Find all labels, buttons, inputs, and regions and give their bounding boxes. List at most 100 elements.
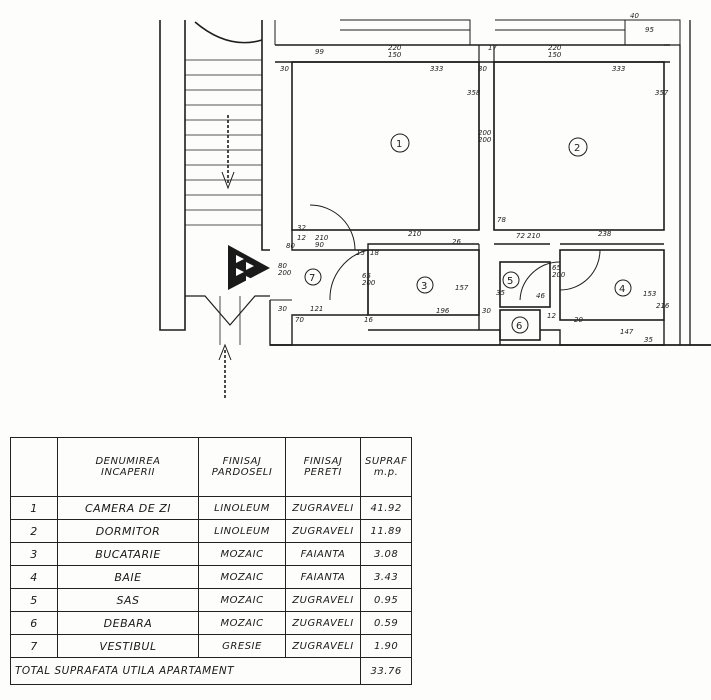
door-swing-5	[519, 261, 561, 301]
dim-label: 78	[497, 216, 506, 224]
stair-treads	[185, 59, 262, 226]
dim-label: 157	[455, 284, 469, 292]
dim-label: 32	[297, 224, 306, 232]
header-line: PERETI	[304, 467, 342, 478]
dim-label: 40	[630, 12, 639, 20]
total-value: 33.76	[359, 657, 413, 685]
dim-label: 99	[315, 48, 324, 56]
cell-area: 11.89	[359, 519, 413, 543]
dim-label: 35	[644, 336, 653, 344]
floor-plan: 1 2 3 4 5 6 7 99 30 333 333 30 17 40 95 …	[159, 12, 711, 400]
door-swing-3	[329, 249, 369, 301]
room-3-label: 3	[421, 281, 427, 292]
room-1-outline	[291, 61, 480, 231]
header-room-name: DENUMIREA INCAPERII	[57, 437, 199, 497]
dim-label: 95	[645, 26, 654, 34]
cell-number: 6	[10, 611, 58, 635]
dim-label: 358	[467, 89, 481, 97]
header-line: SUPRAF	[365, 456, 408, 467]
cell-room-name: VESTIBUL	[57, 634, 199, 658]
dim-label: 80	[286, 242, 295, 250]
entry-door	[185, 295, 270, 326]
cell-room-name: CAMERA DE ZI	[57, 496, 199, 520]
cell-number: 5	[10, 588, 58, 612]
table-total-row: TOTAL SUPRAFATA UTILA APARTAMENT 33.76	[10, 657, 413, 685]
dim-label: 72	[516, 232, 525, 240]
dim-label: 238	[598, 230, 612, 238]
window-a	[340, 19, 471, 45]
cell-room-name: BUCATARIE	[57, 542, 199, 566]
cell-floor-finish: GRESIE	[198, 634, 286, 658]
room-5-label: 5	[507, 276, 513, 287]
dim-label: 30	[482, 307, 491, 315]
cell-room-name: DORMITOR	[57, 519, 199, 543]
cell-number: 1	[10, 496, 58, 520]
room-2-label: 2	[574, 143, 580, 154]
dim-label: 16	[364, 316, 373, 324]
room-4-marker	[614, 279, 632, 297]
room-7-marker	[304, 268, 322, 286]
cell-number: 7	[10, 634, 58, 658]
window-b	[495, 19, 626, 45]
cell-area: 41.92	[359, 496, 413, 520]
cell-wall-finish: ZUGRAVELI	[285, 496, 361, 520]
stair-wall-left	[159, 20, 186, 331]
room-4-label: 4	[619, 284, 625, 295]
header-line: DENUMIREA	[95, 456, 161, 467]
cell-area: 1.90	[359, 634, 413, 658]
dim-label: 210	[408, 230, 422, 238]
header-line: FINISAJ	[303, 456, 343, 467]
dim-label: 216	[656, 302, 670, 310]
room-5-marker	[502, 271, 520, 289]
table-header-row: DENUMIREA INCAPERII FINISAJ PARDOSELI FI…	[10, 437, 413, 497]
stair-wall-right	[261, 20, 270, 251]
header-line: FINISAJ	[222, 456, 262, 467]
entry-marker-icon	[228, 245, 270, 290]
stair-curve	[194, 21, 263, 44]
dim-label: 30	[278, 305, 287, 313]
header-line: PARDOSELI	[211, 467, 273, 478]
dim-label: 153	[643, 290, 656, 298]
cell-wall-finish: FAIANTA	[285, 542, 361, 566]
dim-label: 15	[356, 249, 365, 257]
room-5-outline	[499, 261, 551, 308]
cell-floor-finish: LINOLEUM	[198, 496, 286, 520]
cell-room-name: BAIE	[57, 565, 199, 589]
dim-label: 357	[655, 89, 669, 97]
header-wall-finish: FINISAJ PERETI	[285, 437, 361, 497]
dim-label: 196	[436, 307, 450, 315]
dim-label: 210	[527, 232, 541, 240]
cell-wall-finish: ZUGRAVELI	[285, 634, 361, 658]
dim-label: 35	[496, 289, 505, 297]
cell-wall-finish: ZUGRAVELI	[285, 588, 361, 612]
room-3-outline	[367, 249, 480, 316]
dim-label: 12	[297, 234, 306, 242]
header-number	[10, 437, 58, 497]
cell-area: 0.59	[359, 611, 413, 635]
dim-label: 70	[295, 316, 304, 324]
dim-label: 147	[620, 328, 634, 336]
cell-area: 3.08	[359, 542, 413, 566]
room-2-marker	[568, 137, 588, 157]
cell-area: 3.43	[359, 565, 413, 589]
room-6-marker	[511, 316, 529, 334]
cell-number: 2	[10, 519, 58, 543]
room-1-label: 1	[396, 139, 402, 150]
cell-room-name: DEBARA	[57, 611, 199, 635]
header-line: m.p.	[373, 467, 399, 478]
room-3-marker	[416, 276, 434, 294]
cell-floor-finish: MOZAIC	[198, 542, 286, 566]
cell-floor-finish: MOZAIC	[198, 565, 286, 589]
